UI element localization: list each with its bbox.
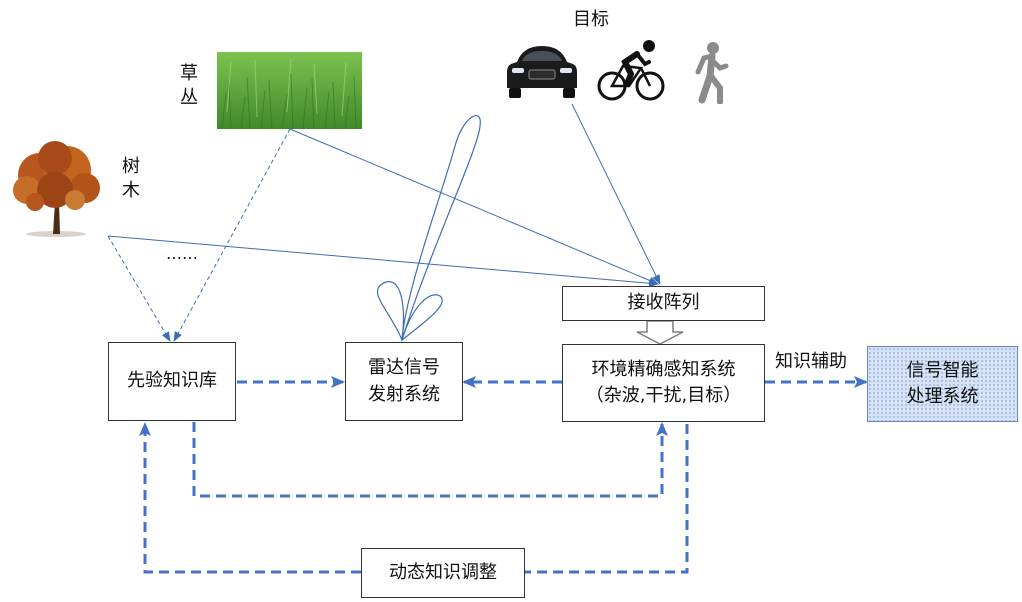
prior-knowledge-base-box: 先验知识库 [108,342,236,421]
dynamic-knowledge-adjust-label: 动态知识调整 [389,561,497,583]
environment-sensing-system-box: 环境精确感知系统 （杂波,干扰,目标） [562,344,765,422]
grass-label: 草丛 [180,63,198,109]
kb-to-env-loop-arrow [192,422,668,498]
env-to-adjust-line [525,424,689,574]
grass-image [217,52,362,130]
car-icon [505,42,579,100]
grass-to-kb-dashed [173,128,291,342]
signal-processing-system-box: 信号智能 处理系统 [867,346,1018,422]
grass-to-rx-line [289,128,659,285]
tree-to-rx-line [107,235,659,288]
antenna-beam-pattern [376,115,481,342]
target-label: 目标 [573,9,609,30]
radar-transmit-line1: 雷达信号 [368,357,440,379]
dynamic-knowledge-adjust-box: 动态知识调整 [361,548,525,598]
receive-array-label: 接收阵列 [627,292,700,314]
tree-label: 树木 [122,156,140,202]
radar-transmit-system-box: 雷达信号 发射系统 [345,342,463,421]
knowledge-aid-label: 知识辅助 [775,351,847,372]
ellipsis-label: …… [166,244,198,263]
receive-array-box: 接收阵列 [562,286,765,321]
adjust-to-kb-arrow [139,422,361,574]
cyclist-icon [597,38,665,104]
signal-processing-line2: 处理系统 [906,386,979,407]
environment-sensing-line1: 环境精确感知系统 [591,358,736,380]
environment-sensing-line2: （杂波,干扰,目标） [585,385,742,406]
prior-knowledge-base-label: 先验知识库 [127,370,217,392]
target-to-rx-line [571,103,661,285]
rx-to-env-arrow [636,320,684,345]
signal-processing-line1: 信号智能 [906,359,979,381]
tree-image [5,140,107,238]
radar-transmit-line2: 发射系统 [368,383,440,405]
tree-to-kb-dashed [107,235,171,342]
pedestrian-icon [690,42,732,105]
